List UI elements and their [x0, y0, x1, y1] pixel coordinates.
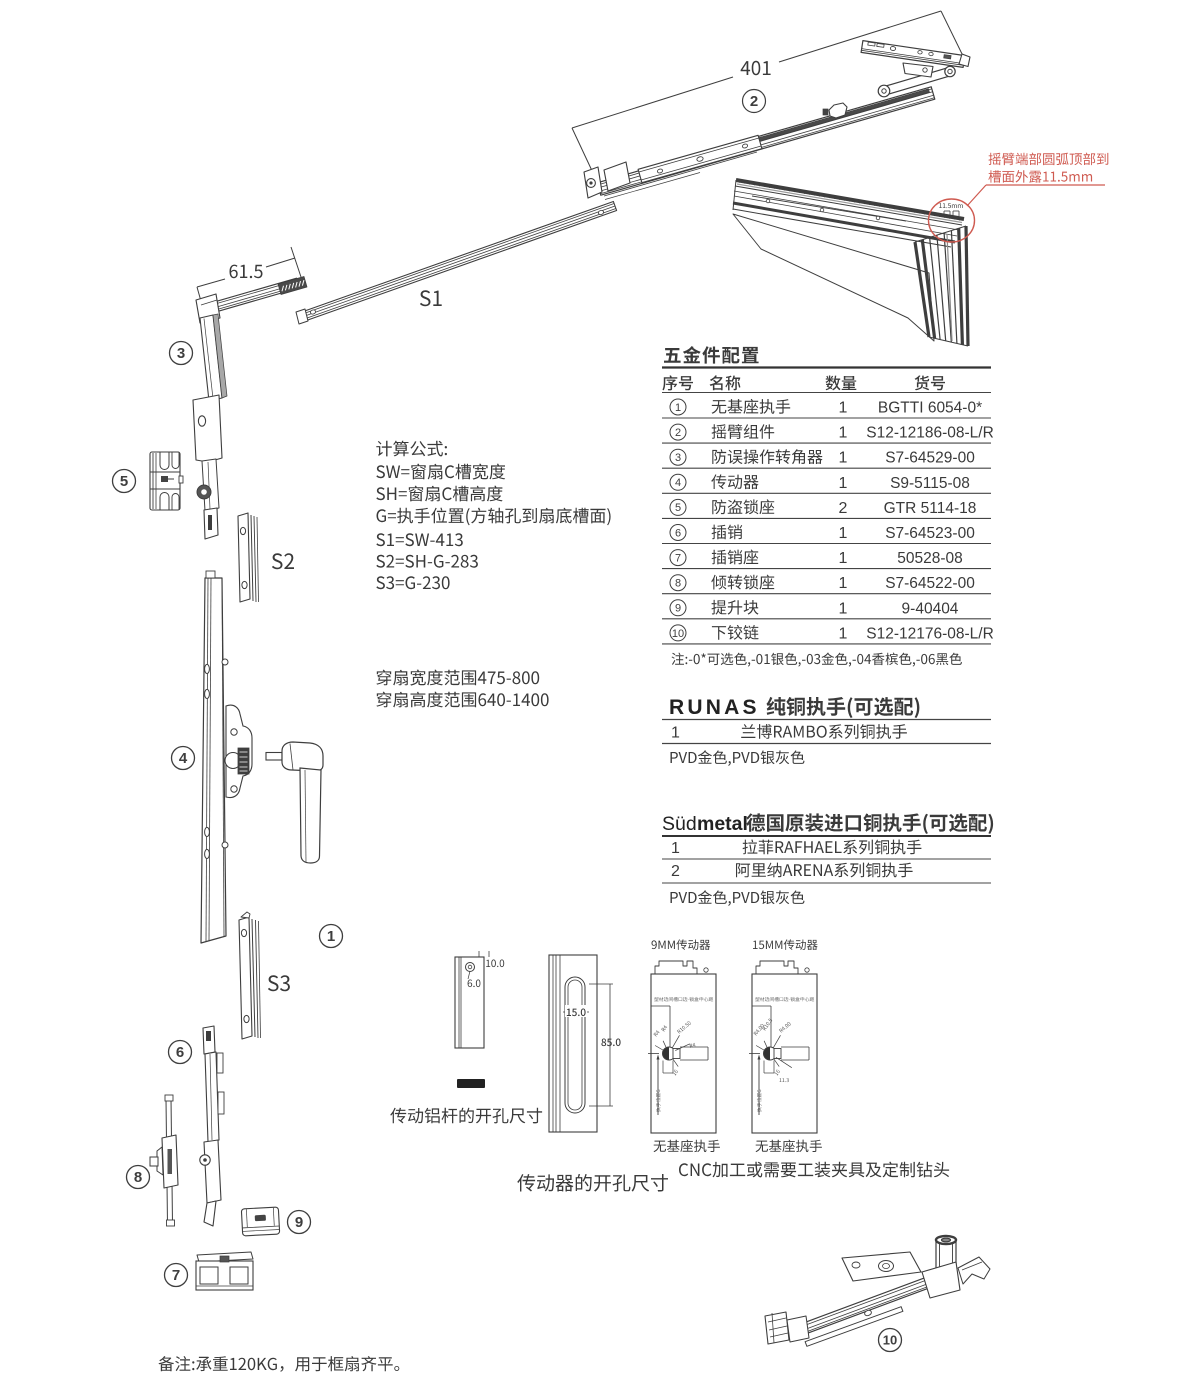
svg-text:Süd: Süd	[662, 813, 697, 835]
svg-text:S7-64522-00: S7-64522-00	[885, 575, 975, 592]
svg-text:9-40404: 9-40404	[902, 600, 959, 617]
svg-text:1: 1	[839, 475, 848, 492]
svg-text:1: 1	[839, 425, 848, 442]
svg-text:1: 1	[327, 928, 335, 945]
svg-text:2: 2	[839, 500, 848, 517]
svg-text:1: 1	[839, 600, 848, 617]
svg-text:BGTTI 6054-0*: BGTTI 6054-0*	[878, 400, 982, 417]
svg-text:4: 4	[179, 750, 188, 767]
svg-text:9: 9	[675, 603, 681, 615]
svg-text:S12-12186-08-L/R: S12-12186-08-L/R	[866, 425, 994, 442]
svg-text:metal: metal	[697, 813, 748, 835]
svg-text:1: 1	[671, 725, 680, 742]
svg-text:S9-5115-08: S9-5115-08	[890, 475, 970, 492]
svg-text:GTR 5114-18: GTR 5114-18	[884, 500, 977, 517]
svg-text:5: 5	[675, 502, 681, 514]
svg-text:1: 1	[839, 525, 848, 542]
svg-text:3: 3	[675, 452, 681, 464]
svg-text:2: 2	[671, 863, 680, 880]
svg-text:7: 7	[675, 553, 681, 565]
svg-text:8: 8	[675, 578, 681, 590]
svg-text:9: 9	[295, 1214, 303, 1231]
svg-text:8: 8	[134, 1169, 142, 1186]
svg-text:50528-08: 50528-08	[897, 550, 963, 567]
svg-text:1: 1	[839, 575, 848, 592]
svg-text:5: 5	[120, 473, 128, 490]
svg-text:3: 3	[177, 345, 185, 362]
svg-text:10: 10	[883, 1333, 897, 1348]
svg-text:S12-12176-08-L/R: S12-12176-08-L/R	[866, 625, 994, 642]
svg-text:1: 1	[675, 402, 681, 414]
svg-text:RUNAS: RUNAS	[669, 696, 760, 719]
svg-text:4: 4	[675, 477, 681, 489]
svg-text:2: 2	[750, 93, 758, 110]
svg-text:1: 1	[839, 550, 848, 567]
svg-text:6: 6	[176, 1044, 184, 1061]
svg-text:2: 2	[675, 427, 681, 439]
svg-text:10: 10	[672, 628, 684, 640]
svg-text:1: 1	[839, 450, 848, 467]
svg-text:6: 6	[675, 527, 681, 539]
svg-text:1: 1	[839, 625, 848, 642]
svg-text:7: 7	[172, 1267, 180, 1284]
svg-text:1: 1	[671, 840, 680, 857]
svg-text:S7-64529-00: S7-64529-00	[885, 450, 975, 467]
svg-text:1: 1	[839, 400, 848, 417]
svg-text:S7-64523-00: S7-64523-00	[885, 525, 975, 542]
